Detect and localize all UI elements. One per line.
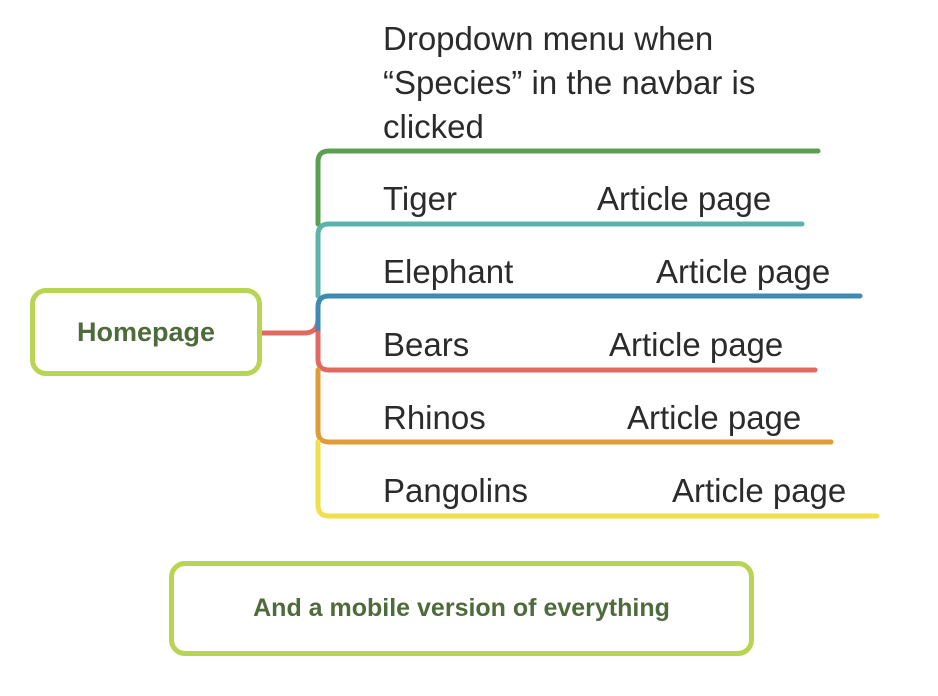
branch-target-bears: Article page	[609, 326, 784, 363]
branch-target-tiger: Article page	[597, 180, 772, 217]
branch-line-blue	[315, 293, 863, 336]
branch-label-pangolins: Pangolins	[383, 472, 528, 509]
homepage-label: Homepage	[76, 316, 216, 347]
branch-target-rhinos: Article page	[627, 399, 802, 436]
homepage-node: Homepage	[30, 288, 262, 376]
mobile-version-label: And a mobile version of everything	[253, 594, 670, 622]
mobile-version-note: And a mobile version of everything	[169, 561, 754, 656]
branch-label-tiger: Tiger	[383, 180, 457, 217]
branch-label-rhinos: Rhinos	[383, 399, 486, 436]
branch-line-teal	[315, 221, 805, 299]
branch-label-elephant: Elephant	[383, 253, 514, 290]
branch-line-green	[315, 148, 821, 227]
branch-line-orange	[315, 367, 834, 445]
dropdown-heading: Dropdown menu when “Species” in the navb…	[383, 20, 756, 145]
branch-target-elephant: Article page	[656, 253, 831, 290]
branch-label-bears: Bears	[383, 326, 470, 363]
branch-line-yellow	[315, 439, 880, 519]
branch-target-pangolins: Article page	[672, 472, 847, 509]
root-connector	[259, 316, 321, 336]
branch-line-red	[315, 330, 818, 373]
